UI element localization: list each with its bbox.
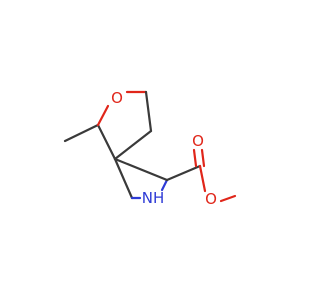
- bond-carbonyl-c-o-ester: [198, 164, 207, 193]
- bond-methyl-c5: [63, 123, 100, 143]
- bond-carbonyl-c-o-double-b: [200, 148, 206, 168]
- molecule-canvas: O O O NH: [63, 89, 237, 208]
- bond-c5-o-ring: [96, 104, 110, 127]
- bond-c5-c4: [96, 123, 117, 161]
- atom-label-azetidine-nitrogen: NH: [142, 189, 165, 207]
- atom-label-carbonyl-oxygen: O: [192, 132, 204, 150]
- atom-label-ester-oxygen: O: [205, 190, 217, 208]
- bond-n-c1: [160, 178, 169, 192]
- bond-c4-c3: [113, 157, 134, 200]
- bond-o-ester-methyl: [219, 194, 237, 203]
- bond-c1-carbonyl-c: [165, 164, 202, 182]
- atom-label-ring-oxygen: O: [111, 89, 123, 107]
- bond-c1-c4: [113, 157, 169, 182]
- bond-carbonyl-c-o-double-a: [192, 148, 198, 168]
- molecule-structure: O O O NH: [63, 89, 237, 208]
- bond-c8-c4: [113, 129, 153, 161]
- bond-c7-c8: [144, 90, 153, 133]
